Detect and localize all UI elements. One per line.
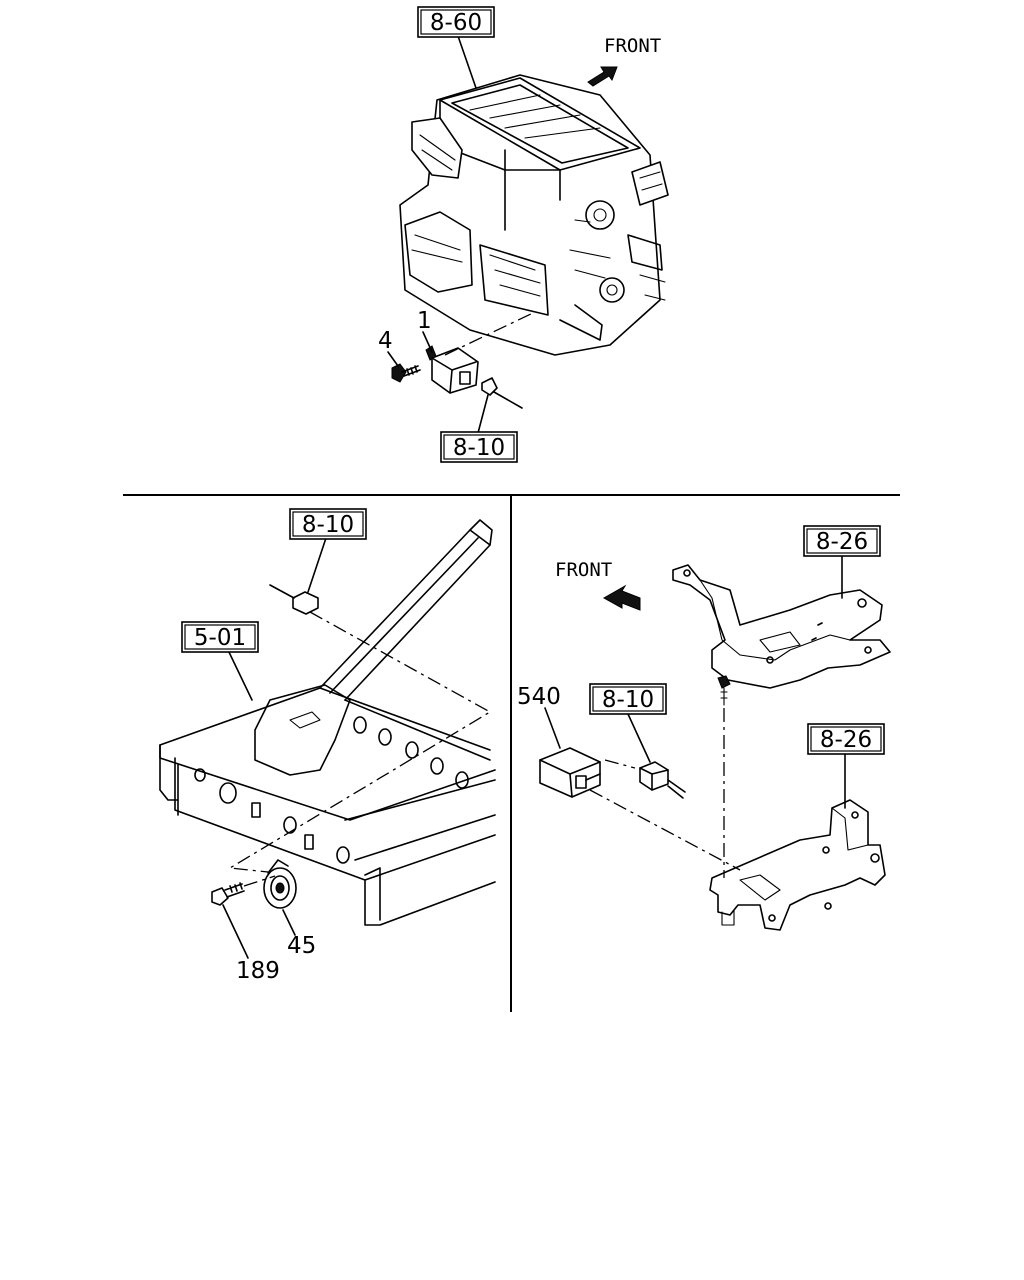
leader-8-10-top xyxy=(477,394,489,434)
ref-box-8-10-right[interactable]: 8-10 xyxy=(589,683,667,715)
ref-label-8-10-right: 8-10 xyxy=(602,687,654,713)
callout-4: 4 xyxy=(378,328,393,354)
leader-8-60 xyxy=(457,35,477,89)
ref-label-8-60: 8-60 xyxy=(430,10,482,36)
callout-189: 189 xyxy=(236,958,280,984)
ref-label-8-10-left: 8-10 xyxy=(302,512,354,538)
ref-label-8-26-lower: 8-26 xyxy=(820,727,872,753)
callout-45: 45 xyxy=(287,933,316,959)
upper-bracket xyxy=(672,564,891,689)
connector-plug xyxy=(481,377,523,409)
install-line-relay xyxy=(589,789,741,871)
leader-4 xyxy=(387,351,399,367)
hvac-unit-assembly xyxy=(399,74,669,356)
leader-540 xyxy=(544,707,561,749)
ref-box-5-01[interactable]: 5-01 xyxy=(181,621,259,653)
bolt-part-189 xyxy=(211,882,245,906)
callout-540: 540 xyxy=(517,684,561,710)
ref-box-8-26-upper[interactable]: 8-26 xyxy=(803,525,881,557)
leader-45 xyxy=(282,909,296,936)
leader-189 xyxy=(222,904,249,959)
install-line-sensor xyxy=(444,311,536,356)
install-line-connector-right xyxy=(604,759,636,769)
ref-box-8-10-left[interactable]: 8-10 xyxy=(289,508,367,540)
leader-8-10-left xyxy=(307,537,327,593)
bracket-screw xyxy=(717,675,731,706)
install-line-horn xyxy=(243,875,276,887)
ref-box-8-26-lower[interactable]: 8-26 xyxy=(807,723,885,755)
leader-8-10-right xyxy=(627,713,651,763)
ref-label-8-26-upper: 8-26 xyxy=(816,529,868,555)
ref-box-8-60[interactable]: 8-60 xyxy=(417,6,495,38)
horn-part-45 xyxy=(263,859,297,909)
front-label-top: FRONT xyxy=(604,35,661,57)
sensor-part-1 xyxy=(425,345,479,394)
harness-connector-left xyxy=(269,584,319,615)
ref-box-8-10-top[interactable]: 8-10 xyxy=(440,431,518,463)
callout-1: 1 xyxy=(417,308,432,334)
screw-part-4 xyxy=(391,363,421,383)
front-arrow-right-icon xyxy=(602,584,641,611)
lower-bracket xyxy=(709,799,886,931)
install-line-connector-left xyxy=(227,611,492,873)
relay-part-540 xyxy=(539,747,601,798)
leader-5-01 xyxy=(227,649,253,701)
ref-label-5-01: 5-01 xyxy=(194,625,246,651)
harness-connector-right xyxy=(639,761,686,799)
leader-1 xyxy=(422,331,433,353)
front-label-right: FRONT xyxy=(555,559,612,581)
front-arrow-top-icon xyxy=(587,66,618,87)
chassis-frame xyxy=(159,519,496,926)
ref-label-8-10-top: 8-10 xyxy=(453,435,505,461)
